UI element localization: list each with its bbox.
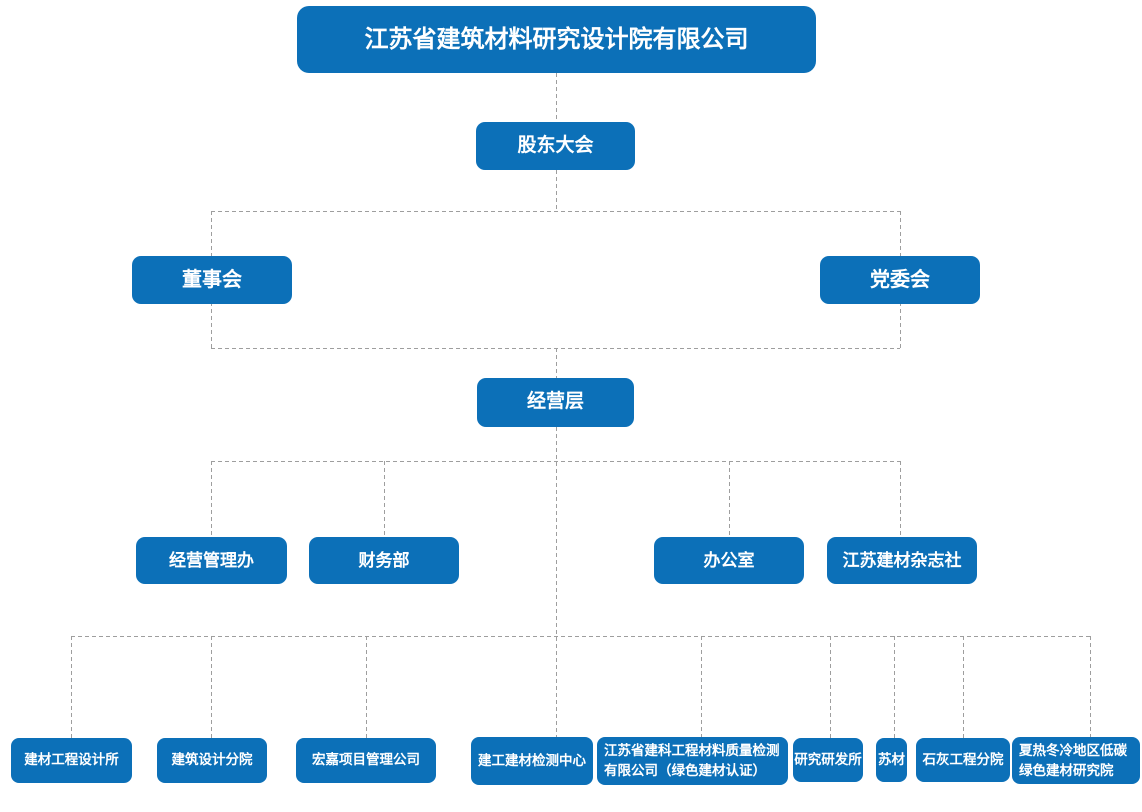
org-node-label-line: 夏热冬冷地区低碳 (1019, 742, 1127, 758)
org-node-label-line: 江苏省建科工程材料质量检测 (604, 743, 780, 758)
connector-line (211, 348, 900, 349)
connector-line (384, 461, 385, 537)
org-node-label-line: 有限公司（绿色建材认证） (604, 763, 766, 778)
org-node-label: 办公室 (703, 550, 755, 570)
org-node-lime-engineering-branch: 石灰工程分院 (916, 738, 1010, 782)
connector-line (211, 636, 212, 738)
org-node-label: 研究研发所 (794, 751, 862, 767)
connector-line (556, 348, 557, 378)
org-node-jianke-materials-quality-testing-company: 江苏省建科工程材料质量检测有限公司（绿色建材认证） (597, 737, 788, 785)
connector-line (556, 73, 557, 122)
org-node-construction-materials-testing-center: 建工建材检测中心 (471, 737, 593, 785)
connector-line (211, 211, 900, 212)
connector-line (1090, 636, 1091, 737)
org-node-label: 江苏建材杂志社 (842, 550, 962, 570)
org-node-label: 建筑设计分院 (171, 752, 253, 768)
connector-line (366, 636, 367, 738)
org-node-label: 建工建材检测中心 (478, 752, 586, 768)
connector-line (729, 461, 730, 537)
org-node-research-and-development-institute: 研究研发所 (793, 738, 863, 782)
connector-line (71, 636, 1090, 637)
org-node-party-committee: 党委会 (820, 256, 980, 304)
org-node-label: 苏材 (878, 751, 905, 767)
org-node-sucai: 苏材 (876, 738, 907, 782)
connector-line (900, 461, 901, 537)
org-node-label: 董事会 (182, 269, 242, 291)
connector-line (556, 170, 557, 211)
connector-line (211, 461, 900, 462)
org-node-label: 建材工程设计所 (24, 752, 119, 768)
connector-line (830, 636, 831, 738)
org-node-management-level: 经营层 (477, 378, 634, 427)
org-node-finance-department: 财务部 (309, 537, 459, 584)
org-node-shareholders-meeting: 股东大会 (476, 122, 635, 170)
org-node-label-line: 绿色建材研究院 (1019, 762, 1114, 778)
org-node-hongjia-project-management-company: 宏嘉项目管理公司 (296, 738, 436, 783)
connector-line (963, 636, 964, 738)
org-node-label: 经营管理办 (169, 550, 254, 570)
org-node-label: 经营层 (526, 391, 584, 413)
connector-line (71, 636, 72, 738)
org-node-label: 宏嘉项目管理公司 (312, 752, 420, 768)
org-node-label: 股东大会 (517, 134, 594, 156)
org-node-architectural-design-branch: 建筑设计分院 (157, 738, 267, 783)
connector-line (211, 461, 212, 537)
connector-line (701, 636, 702, 737)
org-node-business-management-office: 经营管理办 (136, 537, 287, 584)
org-node-low-carbon-green-building-materials-research-institute: 夏热冬冷地区低碳绿色建材研究院 (1012, 737, 1140, 784)
connector-line (894, 636, 895, 738)
org-node-label: 党委会 (870, 269, 930, 291)
connector-line (556, 427, 557, 737)
org-node-label: 财务部 (358, 550, 410, 570)
org-node-company: 江苏省建筑材料研究设计院有限公司 (297, 6, 816, 73)
org-node-label: 石灰工程分院 (922, 751, 1004, 767)
org-node-general-office: 办公室 (654, 537, 804, 584)
org-node-label: 江苏省建筑材料研究设计院有限公司 (364, 25, 749, 53)
org-node-building-materials-engineering-design-institute: 建材工程设计所 (11, 738, 132, 783)
org-node-jiangsu-building-materials-magazine: 江苏建材杂志社 (827, 537, 977, 584)
org-node-board-of-directors: 董事会 (132, 256, 292, 304)
